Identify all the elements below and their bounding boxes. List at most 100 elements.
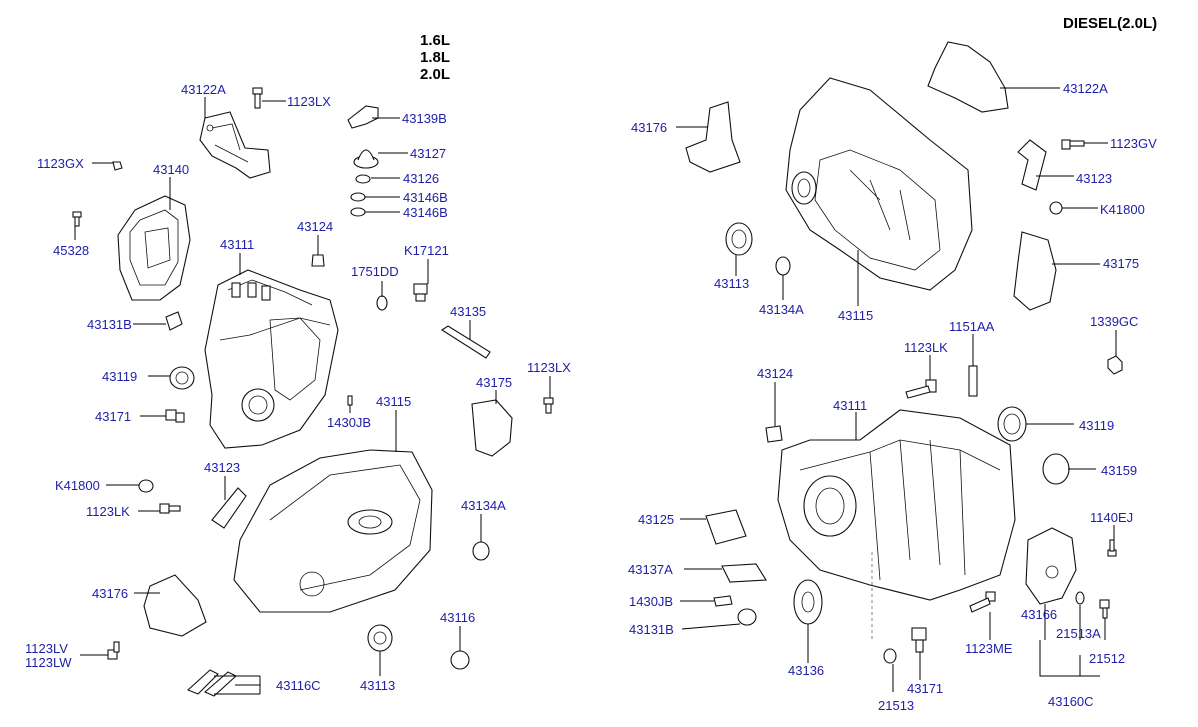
seal-43134a-d-part	[775, 256, 791, 276]
label-43176: 43176	[92, 586, 128, 601]
engine-2-0l: 2.0L	[420, 66, 450, 83]
label-d-k41800: K41800	[1100, 202, 1145, 217]
bracket-43122a-part	[199, 111, 271, 179]
label-43134a: 43134A	[461, 498, 506, 513]
label-d-43134a: 43134A	[759, 302, 804, 317]
bracket-43122a-d-part	[927, 41, 1009, 113]
label-d-43131b: 43131B	[629, 622, 674, 637]
label-d-43115: 43115	[838, 308, 873, 323]
label-d-21512: 21512	[1089, 651, 1125, 666]
case-43111-d-part	[777, 409, 1016, 601]
label-43119: 43119	[102, 369, 137, 384]
plate-43137a-part	[721, 563, 767, 583]
label-d-43125: 43125	[638, 512, 674, 527]
label-1123lv: 1123LV	[25, 641, 68, 656]
label-d-1140ej: 1140EJ	[1090, 510, 1133, 525]
clip-43139b-part	[347, 105, 379, 129]
bolt-1123lv-part	[107, 641, 120, 660]
bolt-1123lk-part	[159, 503, 181, 514]
label-d-43160c: 43160C	[1048, 694, 1094, 709]
seal-43113-d-part	[725, 222, 753, 256]
screw-1123gx-part	[112, 161, 123, 171]
plug-k17121-part	[413, 283, 428, 302]
shaft-43135-part	[440, 325, 491, 359]
label-d-21513: 21513	[878, 698, 914, 713]
label-d-1123me: 1123ME	[965, 641, 1013, 656]
seal-43134a-part	[472, 541, 490, 561]
washer-k41800-d-part	[1049, 201, 1063, 215]
bolt-21512-part	[1099, 599, 1110, 619]
label-k17121: K17121	[404, 243, 449, 258]
label-d-43113: 43113	[714, 276, 749, 291]
bolt-1123lx-b-part	[543, 397, 554, 414]
label-d-1123lk: 1123LK	[904, 340, 948, 355]
bolt-1123gv-part	[1061, 139, 1085, 150]
bracket-43176-d-part	[685, 101, 741, 173]
engine-1-6l: 1.6L	[420, 32, 450, 49]
plate-43136-part	[793, 579, 823, 625]
plug-43116c-part	[186, 669, 237, 697]
bolt-1123lk-d-part	[905, 379, 937, 399]
plug-43171-d-part	[911, 627, 927, 653]
cover-43166-part	[1025, 527, 1077, 605]
label-d-43124: 43124	[757, 366, 793, 381]
plug-43171-part	[165, 409, 185, 423]
cover-43125-part	[705, 509, 747, 545]
label-43111: 43111	[220, 237, 254, 252]
label-1123gx: 1123GX	[37, 156, 84, 171]
bracket-43175-d-part	[1013, 231, 1057, 311]
label-d-43111: 43111	[833, 398, 867, 413]
label-43115: 43115	[376, 394, 411, 409]
leader-lines	[74, 87, 1117, 695]
label-1123lx-a: 1123LX	[287, 94, 331, 109]
label-43116c: 43116C	[276, 678, 321, 693]
label-d-21513a: 21513A	[1056, 626, 1101, 641]
label-d-1151aa: 1151AA	[949, 319, 995, 334]
bushing-43146b-b-part	[350, 207, 366, 217]
washer-1751dd-part	[376, 295, 388, 311]
diesel-header: DIESEL(2.0L)	[1063, 15, 1157, 32]
label-d-43137a: 43137A	[628, 562, 673, 577]
label-43140: 43140	[153, 162, 189, 177]
label-1430jb: 1430JB	[327, 415, 371, 430]
label-43126: 43126	[403, 171, 439, 186]
label-43123: 43123	[204, 460, 240, 475]
label-43113: 43113	[360, 678, 395, 693]
seal-43119-part	[169, 366, 195, 390]
plug-45328-part	[72, 211, 82, 227]
label-43175: 43175	[476, 375, 512, 390]
label-k41800: K41800	[55, 478, 100, 493]
washer-43126-part	[355, 174, 371, 184]
shim-43159-part	[1042, 453, 1070, 485]
bracket-43175-part	[471, 399, 513, 457]
magnet-43131b-part	[165, 311, 183, 331]
label-45328: 45328	[53, 243, 89, 258]
bolt-1123me-part	[969, 591, 996, 613]
cover-43140-part	[117, 195, 191, 301]
washer-k41800-part	[138, 479, 154, 493]
label-d-43175: 43175	[1103, 256, 1139, 271]
housing-43115-part	[233, 449, 433, 613]
label-43124: 43124	[297, 219, 333, 234]
label-d-43119: 43119	[1079, 418, 1114, 433]
seal-43119-d-part	[997, 406, 1027, 442]
gasket-21513a-part	[1075, 591, 1085, 605]
label-d-43136: 43136	[788, 663, 824, 678]
label-43127: 43127	[410, 146, 446, 161]
label-1123lk: 1123LK	[86, 504, 130, 519]
label-d-43123: 43123	[1076, 171, 1112, 186]
label-d-43176: 43176	[631, 120, 667, 135]
bolt-1140ej-part	[1107, 539, 1117, 557]
pin-1430jb-part	[347, 395, 353, 406]
bolt-1123lx-part	[252, 87, 263, 109]
seal-43113-part	[367, 624, 393, 652]
label-43139b: 43139B	[402, 111, 447, 126]
stud-1151aa-part	[968, 365, 978, 397]
label-43171: 43171	[95, 409, 131, 424]
cap-43124-d-part	[765, 425, 783, 443]
label-1751dd: 1751DD	[351, 264, 399, 279]
label-43135: 43135	[450, 304, 486, 319]
engine-1-8l: 1.8L	[420, 49, 450, 66]
bushing-43146b-a-part	[350, 192, 366, 202]
